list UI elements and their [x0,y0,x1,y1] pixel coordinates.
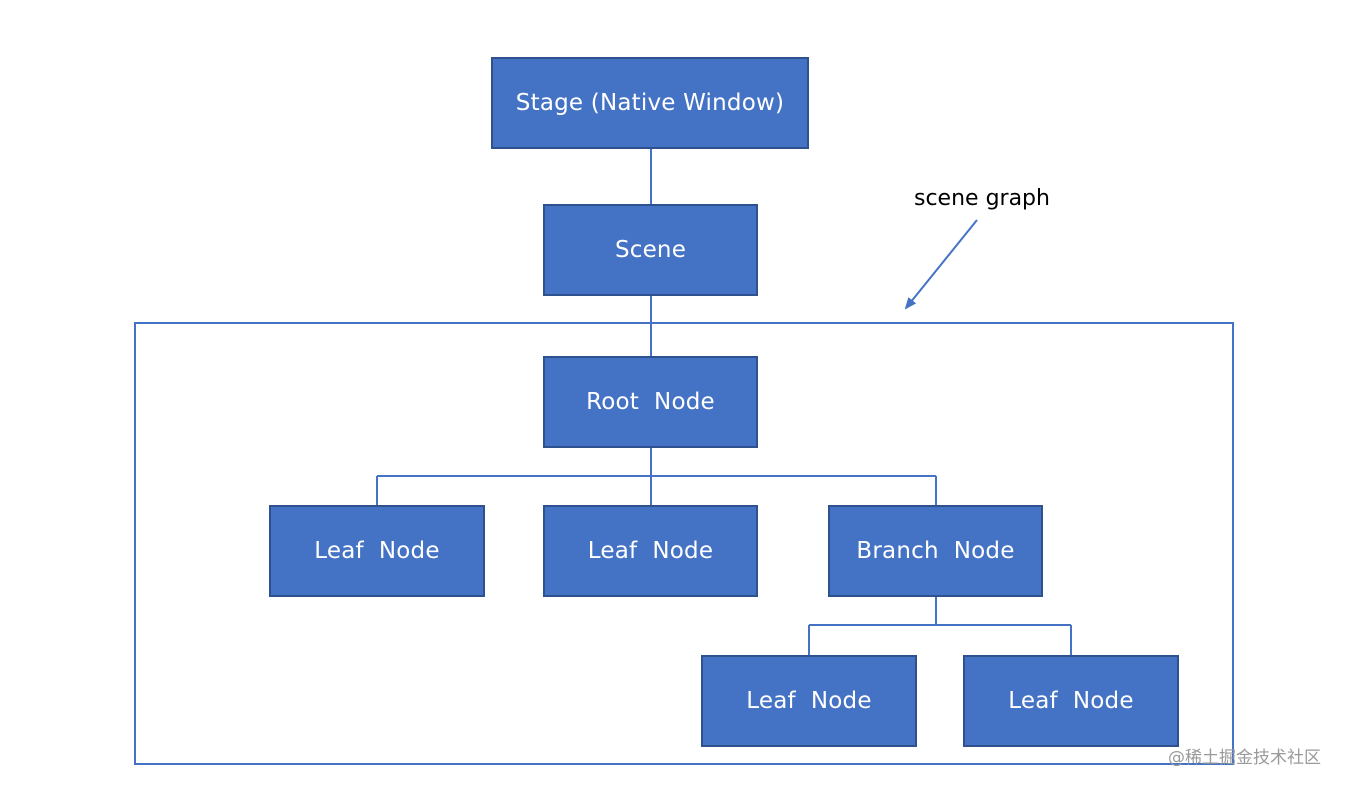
scene-node-label: Scene [614,237,687,263]
root-node-label: Root Node [586,389,715,415]
scene-node: Scene [543,204,758,296]
branch-node-label: Branch Node [856,538,1015,564]
leaf-node-1: Leaf Node [269,505,485,597]
root-node: Root Node [543,356,758,448]
leaf-node-2-label: Leaf Node [587,538,714,564]
scene-graph-boundary [134,322,1234,765]
leaf-node-3-label: Leaf Node [746,688,872,714]
scene-graph-annotation: scene graph [914,186,1050,211]
stage-node: Stage (Native Window) [491,57,809,149]
branch-node: Branch Node [828,505,1043,597]
leaf-node-2: Leaf Node [543,505,758,597]
leaf-node-4-label: Leaf Node [1008,688,1134,714]
annotation-arrow [904,219,978,310]
leaf-node-1-label: Leaf Node [314,538,440,564]
watermark: @稀土掘金技术社区 [1168,748,1321,768]
leaf-node-3: Leaf Node [701,655,917,747]
leaf-node-4: Leaf Node [963,655,1179,747]
stage-node-label: Stage (Native Window) [515,90,785,116]
